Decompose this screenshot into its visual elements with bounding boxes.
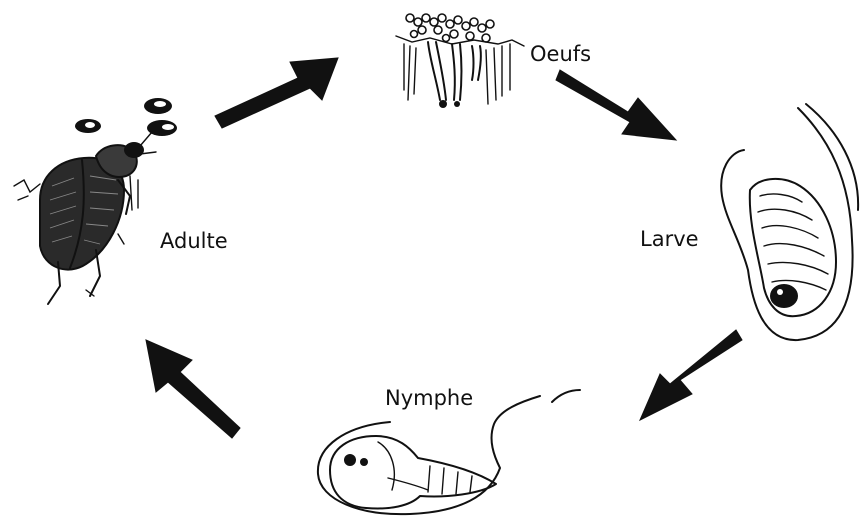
stage-label-oeufs: Oeufs — [530, 42, 591, 66]
arrow-oeufs-to-larve — [556, 70, 676, 140]
arrow-larve-to-nymphe — [640, 330, 742, 420]
arrow-adulte-to-oeufs — [215, 58, 338, 128]
arrow-nymphe-to-adulte — [146, 340, 240, 438]
beetle-icon — [14, 98, 177, 304]
stage-label-larve: Larve — [640, 227, 699, 251]
larva-icon — [721, 104, 858, 340]
eggs-icon — [396, 14, 524, 108]
stage-label-adulte: Adulte — [160, 229, 228, 253]
stage-label-nymphe: Nymphe — [385, 386, 473, 410]
